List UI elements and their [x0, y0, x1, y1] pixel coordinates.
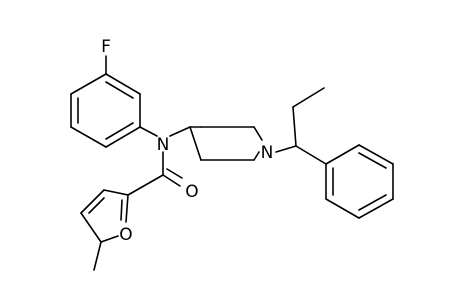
methylfuran-ring: [80, 189, 129, 271]
ring-bond: [189, 126, 202, 161]
methyl-bond: [93, 241, 102, 271]
phenylpropyl-group: [275, 87, 327, 165]
amide-linkage: [127, 126, 191, 196]
ring-bond: [358, 144, 394, 165]
carbonyl-bond: [162, 174, 181, 187]
ethyl-bond: [292, 87, 325, 108]
ethyl-bond: [292, 106, 297, 147]
ring-double-bond: [105, 122, 134, 140]
ring-double-bond: [358, 152, 387, 169]
ring-bond: [358, 198, 394, 219]
carbonyl-double-bond: [166, 168, 183, 179]
ring-bond: [100, 235, 119, 243]
n-ch-bond: [275, 145, 297, 153]
aryl-n-bond: [139, 126, 158, 137]
amide-nitrogen-label: N: [157, 135, 170, 155]
piperidine-nitrogen-label: N: [261, 143, 274, 163]
ring-bond: [70, 73, 107, 95]
ch-phenyl-bond: [295, 145, 327, 165]
furan-oxygen-label: O: [119, 225, 132, 245]
fluorine-atom-label: F: [101, 37, 111, 57]
ring-double-bond: [88, 197, 105, 214]
piperidine-ring: [189, 126, 263, 161]
ring-double-bond: [105, 81, 134, 99]
ring-bond: [80, 189, 105, 214]
carbonyl-furan-bond: [127, 174, 164, 196]
fluorophenyl-ring: [70, 55, 141, 148]
atom-labels: F N N O O: [101, 37, 273, 245]
ring-bond: [80, 212, 102, 243]
ring-bond: [103, 189, 129, 196]
ring-bond: [325, 198, 360, 219]
ring-bond: [125, 194, 129, 223]
ring-bond: [70, 126, 107, 148]
n-piperidine-bond: [169, 126, 191, 137]
ring-bond: [253, 151, 260, 161]
ring-double-bond: [358, 194, 387, 211]
ring-bond: [325, 144, 360, 165]
carbonyl-oxygen-label: O: [185, 182, 198, 202]
ring-bond: [253, 126, 263, 141]
phenyl-ring: [325, 144, 394, 219]
ring-bond: [105, 126, 141, 148]
ring-bond: [105, 73, 141, 95]
ring-double-bond: [120, 199, 123, 221]
